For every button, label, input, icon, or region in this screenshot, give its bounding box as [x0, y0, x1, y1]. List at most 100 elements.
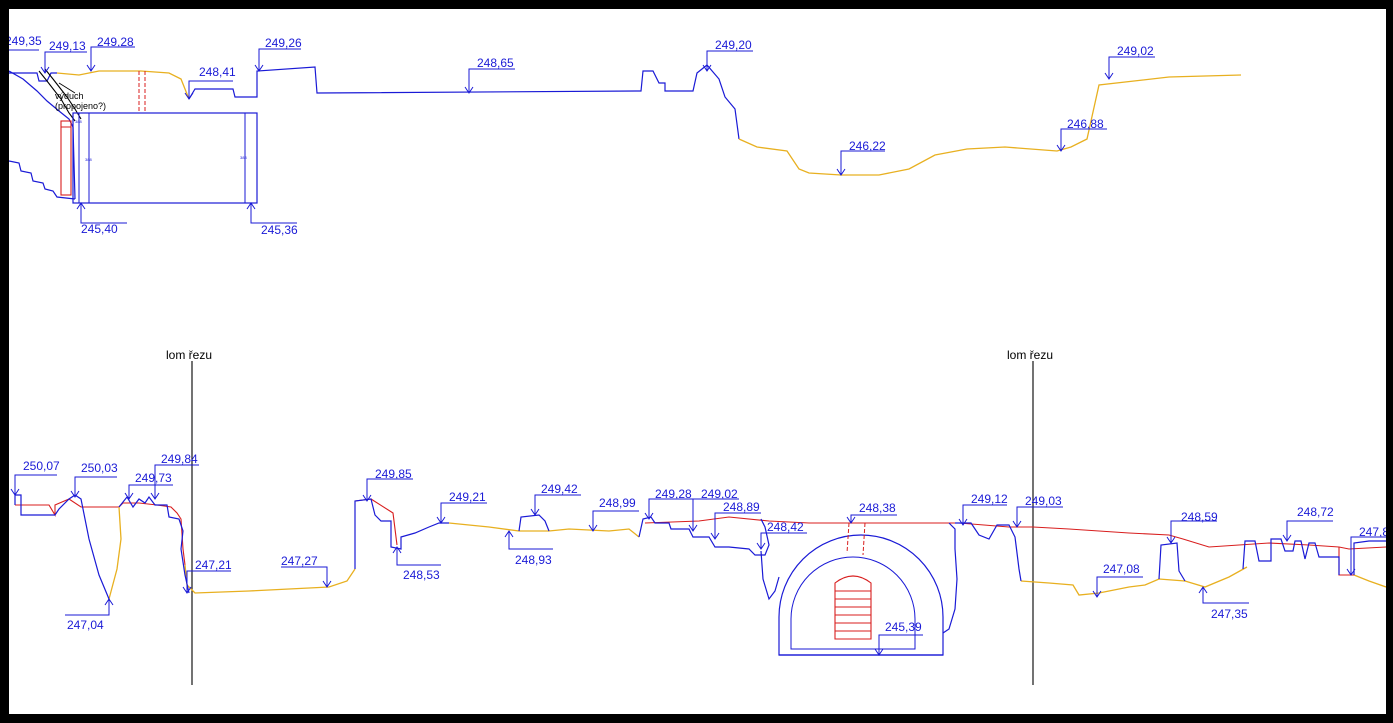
drawing-frame: 388 388 388 výduch (propojeno?) 249,35 2… — [9, 9, 1386, 714]
top-blue-profile — [188, 64, 740, 140]
vault-barrel — [834, 575, 872, 640]
elevation-label: 249,02 — [1117, 44, 1154, 58]
elevation-marker: 248,72 — [1282, 505, 1334, 542]
elevation-label: 250,03 — [81, 461, 118, 475]
elevation-label: 245,36 — [261, 223, 298, 237]
yellow-terrain-2 — [448, 522, 640, 538]
elevation-label: 247,21 — [195, 558, 232, 572]
elevation-label: 245,39 — [885, 620, 922, 634]
elevation-label: 247,35 — [1211, 607, 1248, 621]
elevation-marker: 249,35 — [9, 34, 42, 51]
elevation-marker: 249,20 — [702, 38, 753, 72]
elevation-label: 247,08 — [1103, 562, 1140, 576]
left-top-edge — [9, 72, 57, 82]
top-profile: 388 388 388 výduch (propojeno?) — [9, 64, 1242, 204]
blue-profile-9 — [1158, 542, 1186, 582]
elevation-label: 248,41 — [199, 65, 236, 79]
blue-profile-4 — [518, 514, 550, 532]
elevation-marker: 249,12 — [958, 492, 1008, 526]
elevation-label: 249,02 — [701, 487, 738, 501]
elevation-label: 249,73 — [135, 471, 172, 485]
elevation-label: 249,12 — [971, 492, 1008, 506]
elevation-label: 249,28 — [97, 35, 134, 49]
elevation-label: 249,42 — [541, 482, 578, 496]
elevation-marker: 248,41 — [184, 65, 236, 100]
elevation-marker: 249,13 — [40, 39, 87, 74]
elevation-label: 246,88 — [1067, 117, 1104, 131]
elevation-label: 245,40 — [81, 222, 118, 236]
elevation-label: 248,89 — [723, 500, 760, 514]
elevation-marker: 250,03 — [70, 461, 118, 498]
vent-shaft-2 — [44, 68, 82, 120]
elevation-marker: 248,89 — [710, 500, 761, 540]
blue-profile-8 — [955, 522, 1022, 582]
elevation-marker: 248,65 — [464, 56, 515, 94]
elevation-marker: 249,28 — [644, 487, 695, 520]
elevation-marker: 248,99 — [588, 496, 639, 532]
elevation-marker: 249,28 — [86, 35, 135, 72]
blue-profile-6 — [760, 550, 780, 601]
elevation-marker: 249,84 — [150, 452, 199, 500]
elevation-marker: 246,22 — [836, 139, 886, 176]
elevation-marker: 247,8 — [1346, 525, 1386, 576]
shaft-right — [862, 522, 866, 556]
elevation-label: 249,28 — [655, 487, 692, 501]
elevation-marker: 247,21 — [182, 558, 232, 594]
elevation-label: 250,07 — [23, 459, 60, 473]
yellow-terrain-right — [1020, 566, 1248, 596]
elevation-label: 249,13 — [49, 39, 86, 53]
elevation-marker: 249,42 — [530, 482, 581, 516]
elevation-label: 249,03 — [1025, 494, 1062, 508]
cut-label-right: lom řezu — [1007, 348, 1053, 362]
elevation-label: 249,26 — [265, 36, 302, 50]
top-elevation-markers: 249,35 249,13 249,28 248,41 249,26 248,6… — [9, 34, 1155, 237]
elevation-marker: 249,03 — [1012, 494, 1063, 528]
elevation-marker: 249,02 — [688, 487, 739, 532]
elevation-marker: 249,02 — [1104, 44, 1155, 80]
elevation-label: 249,20 — [715, 38, 752, 52]
elevation-label: 248,59 — [1181, 510, 1218, 524]
blue-profile-2 — [118, 495, 190, 594]
elevation-marker: 247,27 — [281, 554, 332, 588]
elevation-label: 248,65 — [477, 56, 514, 70]
elevation-label: 248,38 — [859, 501, 896, 515]
vault-outer — [778, 534, 944, 656]
cad-drawing: 388 388 388 výduch (propojeno?) 249,35 2… — [9, 34, 1386, 685]
cellar-dim-2: 388 — [85, 157, 92, 162]
vent-shaft-1 — [38, 70, 76, 122]
blue-profile-7 — [942, 522, 958, 634]
elevation-label: 248,72 — [1297, 505, 1334, 519]
top-terrain-left — [56, 70, 190, 100]
elevation-marker: 249,85 — [362, 467, 413, 502]
elevation-marker: 245,39 — [874, 620, 923, 656]
elevation-label: 249,84 — [161, 452, 198, 466]
elevation-marker: 248,42 — [756, 520, 807, 550]
left-steps-lower — [9, 160, 76, 200]
elevation-marker: 247,35 — [1198, 586, 1249, 621]
red-section-line — [15, 498, 186, 566]
red-section-right — [1338, 547, 1354, 576]
blue-profile-11 — [1353, 540, 1386, 575]
elevation-label: 248,42 — [767, 520, 804, 534]
elevation-marker: 247,08 — [1092, 562, 1143, 598]
cellar-wall — [60, 120, 72, 196]
elevation-marker: 249,73 — [124, 471, 173, 500]
elevation-marker: 248,93 — [504, 530, 553, 567]
top-terrain-right — [738, 74, 1242, 176]
blue-profile-3 — [354, 498, 449, 569]
elevation-label: 247,27 — [281, 554, 318, 568]
cellar-dim-3: 388 — [240, 155, 247, 160]
yellow-terrain-left — [108, 506, 122, 600]
cellar-box — [72, 112, 258, 204]
note-line-1: výduch — [55, 91, 84, 101]
elevation-label: 249,85 — [375, 467, 412, 481]
elevation-marker: 245,40 — [76, 202, 127, 236]
blue-profile-10 — [1242, 538, 1340, 575]
vent-leader — [58, 82, 76, 94]
elevation-label: 248,53 — [403, 568, 440, 582]
elevation-marker: 249,21 — [436, 490, 487, 524]
elevation-marker: 248,59 — [1166, 510, 1218, 544]
elevation-label: 247,04 — [67, 618, 104, 632]
elevation-marker: 248,38 — [846, 501, 897, 524]
bottom-elevation-markers: 250,07 250,03 249,84 249,73 247,04 247,2… — [10, 452, 1386, 656]
